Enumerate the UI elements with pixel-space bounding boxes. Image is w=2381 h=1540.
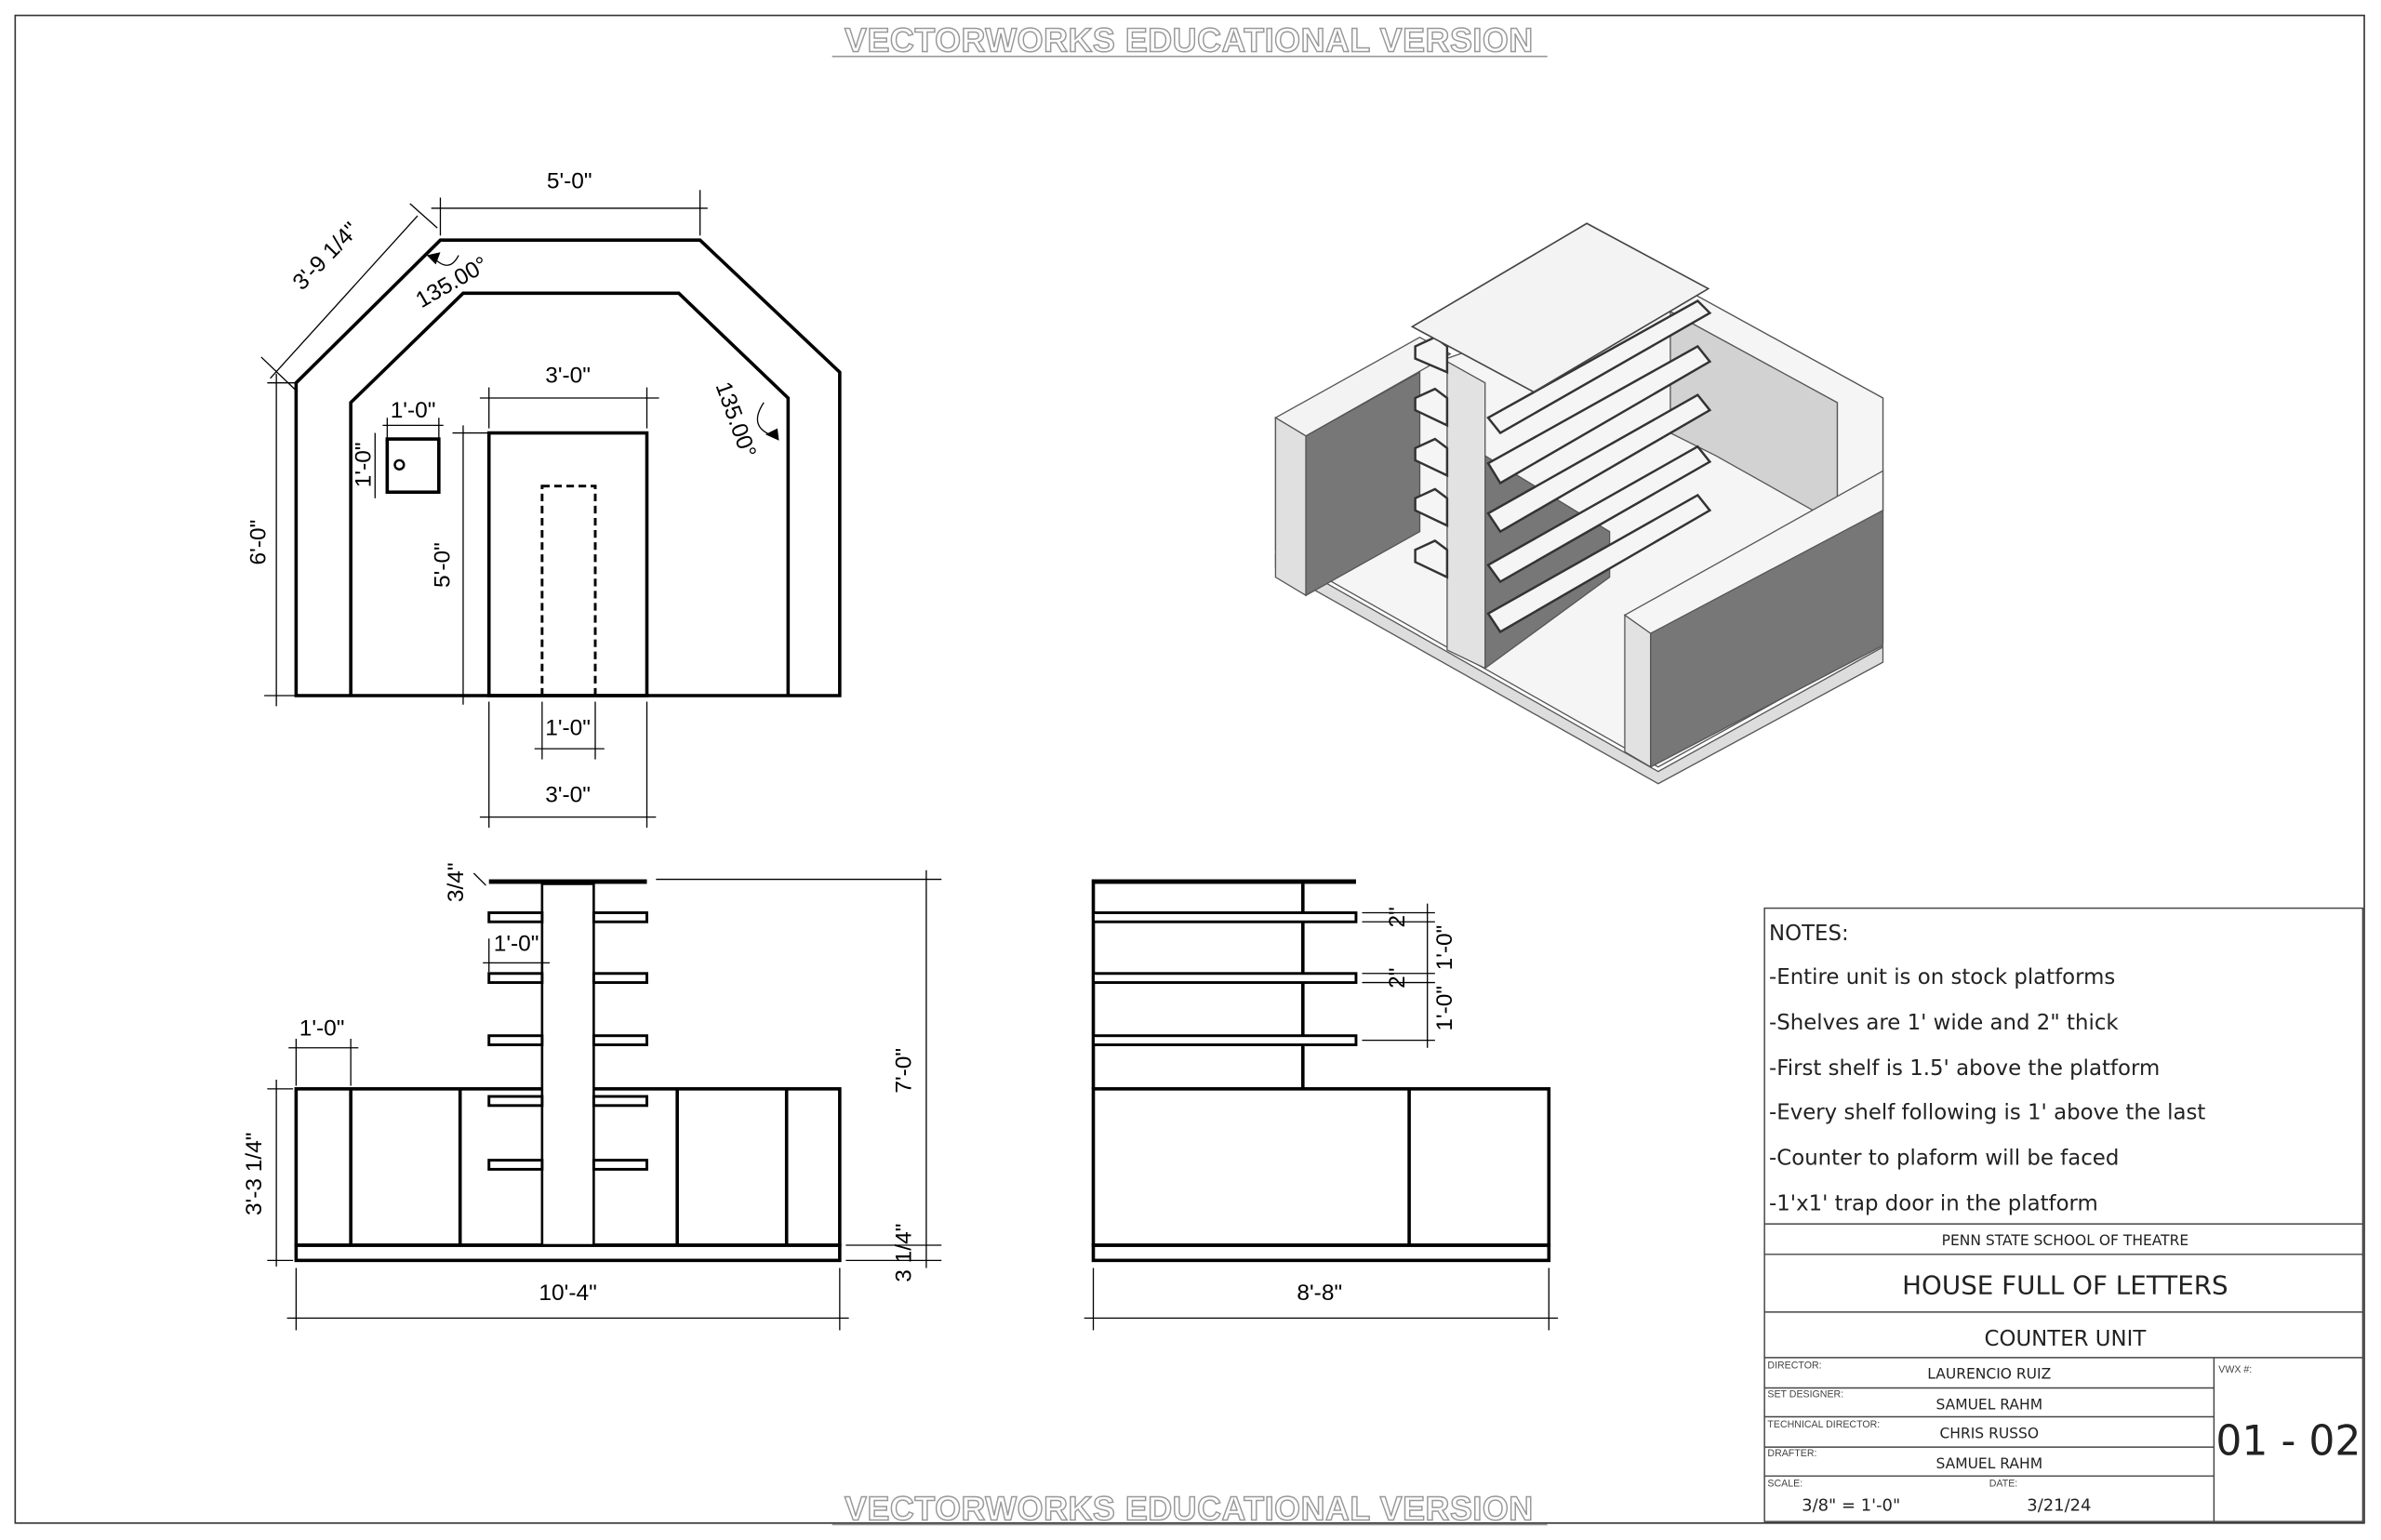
title-block: NOTES: -Entire unit is on stock platform… — [1763, 907, 2364, 1522]
note-item: -Every shelf following is 1' above the l… — [1769, 1101, 2205, 1125]
technical-director-label: TECHNICAL DIRECTOR: — [1767, 1419, 1880, 1430]
dim-top-thickness: 3/4" — [444, 862, 469, 902]
dim-wall-thickness: 1'-0" — [299, 1016, 345, 1042]
school-name: PENN STATE SCHOOL OF THEATRE — [1942, 1232, 2189, 1249]
plate-number: 01 - 02 — [2215, 1417, 2361, 1465]
watermark-bottom: VECTORWORKS EDUCATIONAL VERSION — [831, 1489, 1548, 1528]
note-item: -First shelf is 1.5' above the platform — [1769, 1056, 2160, 1081]
drafter-name: SAMUEL RAHM — [1935, 1455, 2042, 1472]
note-item: -Counter to plaform will be faced — [1769, 1146, 2119, 1170]
notes-heading: NOTES: — [1769, 922, 1849, 946]
technical-director-name: CHRIS RUSSO — [1939, 1425, 2039, 1441]
dim-shelf-spacing-2: 1'-0" — [1432, 986, 1457, 1031]
scale-value: 3/8" = 1'-0" — [1802, 1496, 1900, 1516]
dim-top-width: 5'-0" — [547, 169, 592, 194]
set-designer-name: SAMUEL RAHM — [1935, 1396, 2042, 1413]
dim-slot-width: 1'-0" — [545, 715, 591, 740]
dim-door-height: 5'-0" — [430, 542, 455, 588]
scale-label: SCALE: — [1767, 1479, 1802, 1490]
date-value: 3/21/24 — [2027, 1496, 2091, 1516]
trap-handle-icon — [393, 458, 406, 471]
dim-shelf-thickness-2: 2" — [1385, 968, 1410, 989]
dim-side-width: 8'-8" — [1297, 1281, 1342, 1306]
dim-shelf-depth: 1'-0" — [494, 931, 539, 956]
note-item: -1'x1' trap door in the platform — [1769, 1191, 2098, 1215]
dim-diag-length: 3'-9 1/4" — [288, 218, 365, 295]
director-label: DIRECTOR: — [1767, 1360, 1821, 1371]
dim-trap-width: 1'-0" — [391, 398, 436, 423]
front-elevation: 3/4" 1'-0" 1'-0" 7'-0" 3'-3 1/4" 3 1/4" … — [242, 862, 942, 1331]
dim-angle-right: 135.00° — [711, 378, 761, 461]
side-elevation: 2" 1'-0" 2" 1'-0" 8'-8" — [1084, 879, 1559, 1331]
isometric-view — [1274, 222, 1884, 785]
dim-shelf-spacing-1: 1'-0" — [1432, 925, 1457, 971]
drawing-title: COUNTER UNIT — [1985, 1327, 2148, 1351]
plan-view: 5'-0" 3'-9 1/4" 135.00° 135.00° 6'-0" 3'… — [246, 169, 842, 829]
trap-door — [385, 437, 441, 495]
sheet-border — [14, 14, 2365, 1524]
dim-shelf-thickness-1: 2" — [1385, 907, 1410, 927]
dim-total-width: 10'-4" — [539, 1281, 596, 1306]
note-item: -Shelves are 1' wide and 2" thick — [1769, 1011, 2119, 1035]
set-designer-label: SET DESIGNER: — [1767, 1388, 1843, 1400]
show-title: HOUSE FULL OF LETTERS — [1902, 1269, 2228, 1300]
vwx-label: VWX #: — [2218, 1364, 2252, 1375]
svg-text:VECTORWORKS EDUCATIONAL VERSIO: VECTORWORKS EDUCATIONAL VERSION — [845, 21, 1534, 60]
note-item: -Entire unit is on stock platforms — [1769, 965, 2115, 989]
trap-slot-outline — [540, 485, 597, 697]
dim-door-width-bottom: 3'-0" — [545, 782, 591, 807]
dim-total-height: 7'-0" — [892, 1048, 917, 1094]
dim-trap-height: 1'-0" — [351, 442, 376, 487]
watermark-top: VECTORWORKS EDUCATIONAL VERSION — [831, 20, 1548, 60]
director-name: LAURENCIO RUIZ — [1927, 1366, 2051, 1383]
dim-side-height: 6'-0" — [246, 520, 272, 565]
dim-platform-height: 3 1/4" — [892, 1224, 917, 1282]
drafter-label: DRAFTER: — [1767, 1448, 1816, 1459]
dim-door-width-top: 3'-0" — [545, 364, 591, 389]
svg-text:VECTORWORKS EDUCATIONAL VERSIO: VECTORWORKS EDUCATIONAL VERSION — [845, 1490, 1534, 1528]
date-label: DATE: — [1989, 1479, 2017, 1490]
dim-counter-height: 3'-3 1/4" — [242, 1133, 267, 1216]
